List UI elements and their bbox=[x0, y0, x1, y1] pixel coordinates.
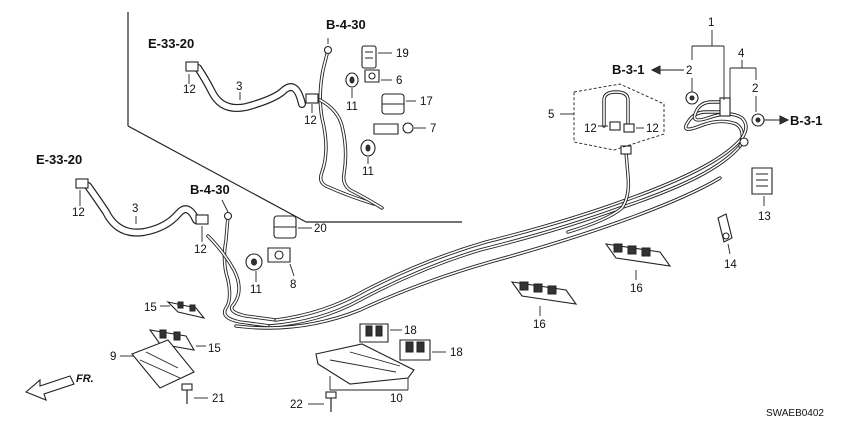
grommet-11-b bbox=[360, 139, 376, 164]
callout-21: 21 bbox=[212, 393, 225, 405]
callout-19: 19 bbox=[396, 48, 409, 60]
callout-12-c: 12 bbox=[72, 207, 85, 219]
hose-clip bbox=[185, 61, 199, 72]
callout-6: 6 bbox=[396, 75, 402, 87]
callout-22: 22 bbox=[290, 399, 303, 411]
callout-12-a: 12 bbox=[183, 84, 196, 96]
callout-11-a: 11 bbox=[346, 101, 358, 113]
clip-18-lower bbox=[399, 339, 446, 361]
ref-b-4-30-lower[interactable]: B-4-30 bbox=[190, 182, 230, 197]
ref-b-3-1-left[interactable]: B-3-1 bbox=[612, 62, 645, 77]
diagram-code: SWAEB0402 bbox=[766, 408, 824, 419]
ref-b-4-30-inset[interactable]: B-4-30 bbox=[326, 17, 366, 32]
ref-e-33-20-lower[interactable]: E-33-20 bbox=[36, 152, 82, 167]
callout-7: 7 bbox=[430, 123, 436, 135]
callout-11-b: 11 bbox=[362, 166, 374, 178]
callout-3-a: 3 bbox=[236, 81, 242, 93]
brace-1 bbox=[691, 30, 725, 100]
clamp-6 bbox=[364, 69, 392, 83]
clamp-16-center bbox=[510, 281, 578, 316]
callout-17: 17 bbox=[420, 96, 433, 108]
clamp-13 bbox=[751, 167, 773, 206]
callout-16-a: 16 bbox=[533, 319, 546, 331]
grommet-11-a bbox=[345, 72, 359, 98]
callout-13: 13 bbox=[758, 211, 771, 223]
plate-10 bbox=[315, 343, 415, 391]
grommet-19 bbox=[361, 45, 392, 69]
callout-9: 9 bbox=[110, 351, 116, 363]
callout-18-b: 18 bbox=[450, 347, 463, 359]
bolt-22 bbox=[308, 391, 337, 412]
callout-4: 4 bbox=[738, 48, 745, 60]
inset-group bbox=[185, 38, 426, 210]
callout-14: 14 bbox=[724, 259, 737, 271]
clamp-15-lower bbox=[148, 329, 206, 351]
main-pipes bbox=[234, 97, 749, 330]
clamp-16-right bbox=[604, 243, 672, 280]
callout-3-b: 3 bbox=[132, 203, 138, 215]
callout-2-a: 2 bbox=[686, 65, 692, 77]
ref-b-3-1-right[interactable]: B-3-1 bbox=[790, 113, 823, 128]
clip-18-upper bbox=[359, 323, 402, 343]
callout-10: 10 bbox=[390, 393, 403, 405]
group-5-box bbox=[560, 83, 665, 151]
front-arrow bbox=[24, 375, 75, 401]
bolt-21 bbox=[181, 383, 208, 404]
clamp-8 bbox=[267, 247, 295, 277]
callout-15-a: 15 bbox=[144, 302, 157, 314]
inset-frame bbox=[127, 12, 462, 223]
callout-18-a: 18 bbox=[404, 325, 417, 337]
callout-16-b: 16 bbox=[630, 283, 643, 295]
callout-12-b: 12 bbox=[304, 115, 317, 127]
callout-12-d: 12 bbox=[194, 244, 207, 256]
clamp-14 bbox=[717, 213, 733, 255]
callout-5: 5 bbox=[548, 109, 554, 121]
callout-11-c: 11 bbox=[250, 284, 262, 296]
clip-2-left bbox=[685, 91, 699, 105]
callout-12-f: 12 bbox=[646, 123, 659, 135]
ref-arrows bbox=[650, 65, 790, 125]
cushion-20 bbox=[273, 215, 312, 239]
callout-8: 8 bbox=[290, 279, 296, 291]
callout-1: 1 bbox=[708, 17, 714, 29]
clamp-15-upper bbox=[160, 301, 206, 319]
front-label: FR. bbox=[76, 373, 94, 385]
callout-12-e: 12 bbox=[584, 123, 597, 135]
lower-left-group bbox=[75, 178, 312, 404]
callout-15-b: 15 bbox=[208, 343, 221, 355]
callout-2-b: 2 bbox=[752, 83, 758, 95]
bracket-9 bbox=[120, 339, 195, 389]
grommet-11-c bbox=[245, 253, 263, 282]
brace-4 bbox=[729, 60, 757, 112]
cushion-17 bbox=[381, 93, 416, 115]
callout-20: 20 bbox=[314, 223, 327, 235]
clamp-7 bbox=[373, 122, 426, 135]
ref-e-33-20-inset[interactable]: E-33-20 bbox=[148, 36, 194, 51]
clip-2-right bbox=[751, 113, 765, 127]
